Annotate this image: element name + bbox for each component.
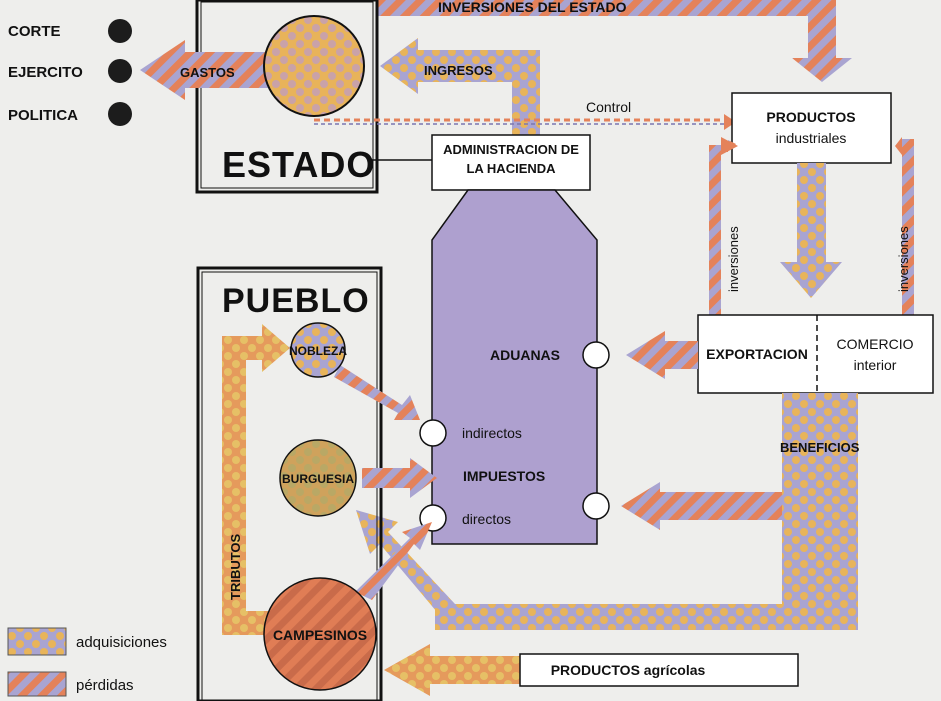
comercio-label-2: interior	[854, 357, 897, 373]
legend-label-adquisiciones: adquisiciones	[76, 634, 167, 651]
inversiones-estado-label: INVERSIONES DEL ESTADO	[438, 0, 627, 15]
productos-industriales-label-2: industriales	[776, 130, 847, 146]
hacienda-tank	[431, 189, 598, 545]
nobleza-circle	[290, 322, 346, 378]
campesinos-arrow	[355, 522, 432, 600]
aduanas-label: ADUANAS	[490, 347, 560, 363]
comercio-label-1: COMERCIO	[837, 336, 914, 352]
directos-label: directos	[462, 511, 511, 527]
estado-box	[195, 0, 379, 194]
control-label: Control	[586, 99, 631, 115]
tributos-arrow	[222, 324, 290, 635]
gastos-label: GASTOS	[180, 65, 235, 80]
corte-dot	[108, 19, 132, 43]
ingresos-label: INGRESOS	[424, 63, 493, 78]
nobleza-label: NOBLEZA	[289, 344, 347, 358]
legend-swatch-perdidas	[7, 671, 67, 697]
productos-agricolas-arrow: PRODUCTOS agrícolas	[384, 644, 799, 696]
campesinos-label: CAMPESINOS	[273, 627, 367, 643]
inversiones-estado-arrow: INVERSIONES DEL ESTADO	[378, 0, 852, 82]
legend-label-perdidas: pérdidas	[76, 677, 134, 694]
administracion-box	[431, 134, 591, 191]
legend-swatch-adquisiciones	[7, 627, 67, 656]
productos-industriales-label-1: PRODUCTOS	[766, 109, 855, 125]
inversiones-right-arrow	[895, 137, 914, 315]
beneficios-label: BENEFICIOS	[780, 440, 860, 455]
exportacion-label: EXPORTACION	[706, 346, 808, 362]
productos-industriales-box	[731, 92, 892, 164]
ingresos-arrow: INGRESOS	[380, 38, 540, 140]
administracion-label-2: LA HACIENDA	[466, 161, 556, 176]
nobleza-arrow	[334, 365, 420, 420]
productos-agricolas-label: PRODUCTOS agrícolas	[551, 662, 706, 678]
aduanas-inlet	[582, 341, 610, 369]
inversiones-left-arrow	[709, 137, 738, 315]
inversiones-right-label: inversiones	[896, 226, 911, 292]
productos-down-arrow	[780, 163, 842, 298]
estado-circle	[263, 15, 365, 117]
ejercito-label: EJERCITO	[8, 64, 83, 81]
inversiones-left-label: inversiones	[726, 226, 741, 292]
gastos-arrow: GASTOS	[140, 40, 272, 100]
administracion-label-1: ADMINISTRACION DE	[443, 142, 579, 157]
aduanas-arrow	[626, 331, 698, 379]
ejercito-dot	[108, 59, 132, 83]
pueblo-title: PUEBLO	[222, 282, 370, 320]
corte-label: CORTE	[8, 23, 61, 40]
estado-title: ESTADO	[222, 144, 375, 185]
tributos-label: TRIBUTOS	[228, 533, 243, 600]
campesinos-circle	[263, 577, 377, 691]
impuestos-label: IMPUESTOS	[463, 468, 545, 484]
burguesia-circle	[279, 439, 357, 517]
directos-right-inlet	[582, 492, 610, 520]
politica-label: POLITICA	[8, 107, 78, 124]
burguesia-arrow	[362, 458, 437, 498]
control-line: Control	[314, 99, 736, 130]
indirectos-label: indirectos	[462, 425, 522, 441]
burguesia-label: BURGUESIA	[282, 472, 354, 486]
politica-dot	[108, 102, 132, 126]
legend: adquisiciones pérdidas	[7, 627, 167, 697]
indirectos-inlet	[419, 419, 447, 447]
